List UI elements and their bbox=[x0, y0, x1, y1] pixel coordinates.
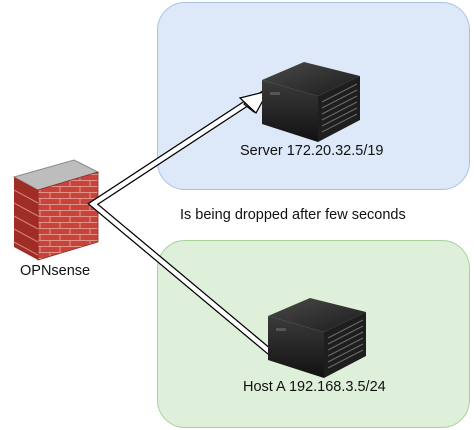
status-message: Is being dropped after few seconds bbox=[180, 207, 406, 223]
host-label: Host A 192.168.3.5/24 bbox=[243, 379, 386, 395]
host-server-icon bbox=[268, 298, 366, 378]
firewall-brick-wall-icon bbox=[12, 159, 100, 261]
connection-arrow bbox=[87, 88, 273, 355]
server-label: Server 172.20.32.5/19 bbox=[240, 143, 384, 159]
server-icon bbox=[262, 62, 360, 142]
firewall-label: OPNsense bbox=[20, 263, 91, 279]
